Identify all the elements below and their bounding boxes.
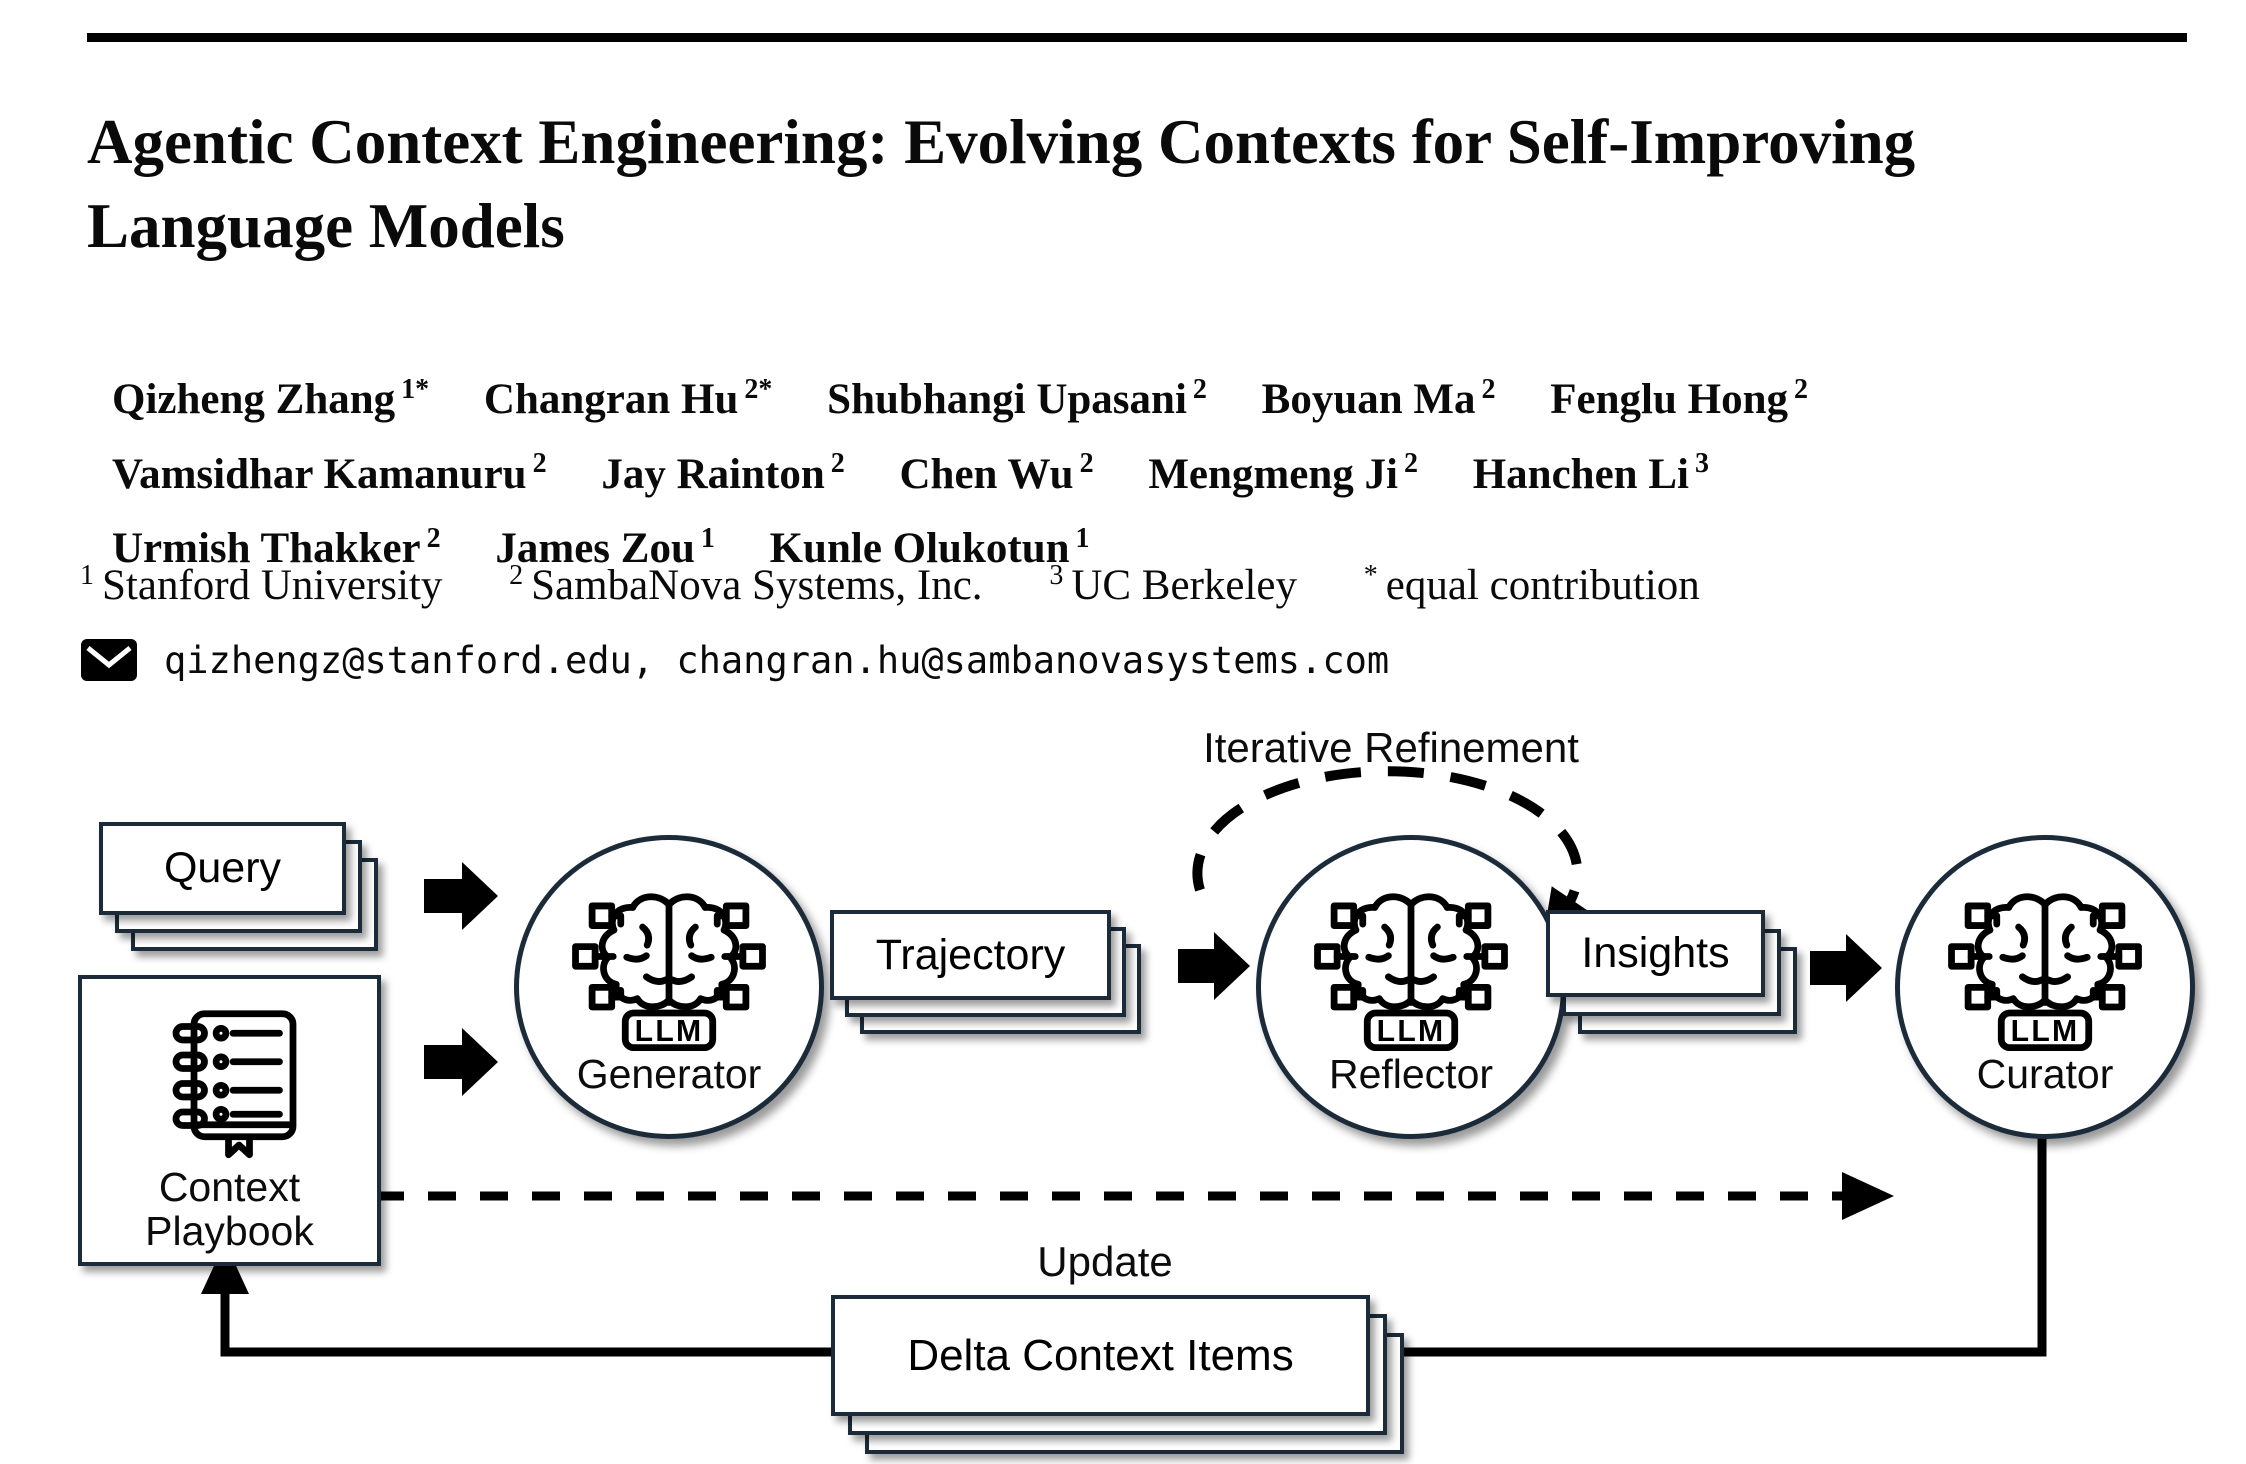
contact-emails[interactable]: qizhengz@stanford.edu, changran.hu@samba… [164, 638, 1390, 682]
delta-context-items-box[interactable]: Delta Context Items [831, 1295, 1370, 1416]
update-label: Update [1037, 1238, 1173, 1285]
llm-brain-icon: LLM [1313, 877, 1509, 1051]
context-playbook-label: Context Playbook [145, 1164, 314, 1254]
iterative-refinement-label: Iterative Refinement [1203, 724, 1579, 771]
llm-badge: LLM [635, 1014, 704, 1047]
llm-badge: LLM [2011, 1014, 2080, 1047]
playbook-to-generator-arrow [424, 1028, 498, 1096]
paper-title: Agentic Context Engineering: Evolving Co… [87, 100, 2167, 268]
reflector-agent[interactable]: LLM Reflector [1256, 835, 1566, 1139]
paper-title-line1: Agentic Context Engineering: Evolving Co… [87, 107, 1916, 177]
trajectory-box[interactable]: Trajectory [830, 910, 1111, 1000]
contact-row: qizhengz@stanford.edu, changran.hu@samba… [80, 638, 1389, 682]
reflector-role-label: Reflector [1328, 1050, 1494, 1097]
generator-agent[interactable]: LLM Generator [514, 835, 824, 1139]
llm-brain-icon: LLM [1947, 877, 2143, 1051]
generator-role-label: Generator [576, 1050, 762, 1097]
envelope-icon [81, 639, 137, 681]
paper-title-line2: Language Models [87, 191, 565, 261]
equal-contribution-note: *equal contribution [1363, 560, 1700, 610]
insights-box[interactable]: Insights [1546, 910, 1765, 997]
context-playbook-box[interactable]: Context Playbook [78, 975, 381, 1266]
llm-badge: LLM [1377, 1014, 1446, 1047]
insights-to-curator-arrow [1810, 934, 1882, 1002]
trajectory-to-reflector-arrow [1178, 932, 1250, 1000]
top-rule [87, 33, 2187, 42]
iterative-refinement-loop-arrow [1192, 766, 1592, 943]
query-to-generator-arrow [424, 862, 498, 930]
curator-role-label: Curator [1976, 1050, 2114, 1097]
curator-agent[interactable]: LLM Curator [1895, 835, 2195, 1139]
llm-brain-icon: LLM [571, 877, 767, 1051]
notebook-icon [172, 1010, 296, 1159]
query-box[interactable]: Query [99, 822, 346, 915]
